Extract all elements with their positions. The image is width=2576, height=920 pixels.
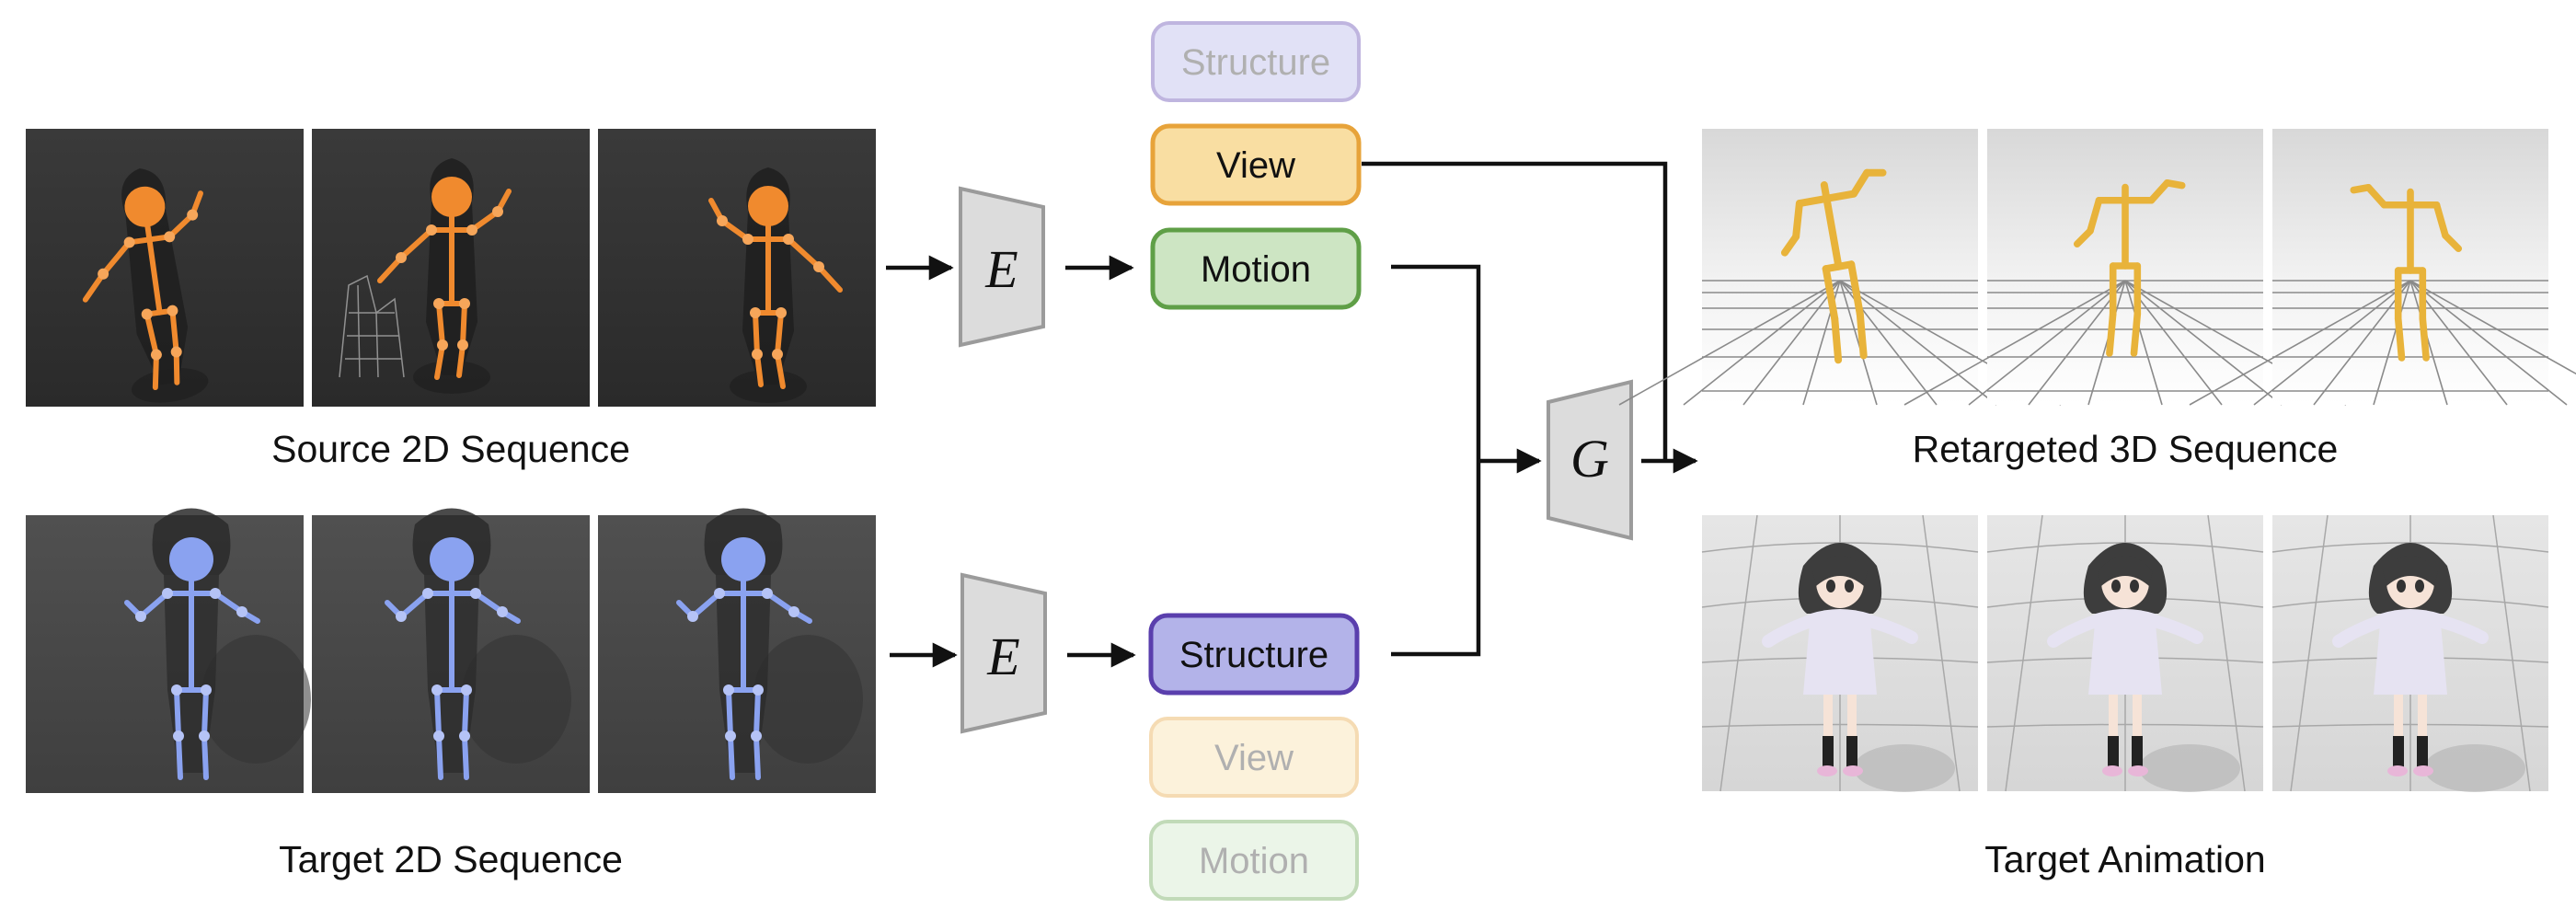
top-view-token: View xyxy=(1150,123,1362,206)
source-sequence: Source 2D Sequence xyxy=(26,129,876,470)
svg-text:Motion: Motion xyxy=(1201,249,1311,290)
svg-text:E: E xyxy=(984,239,1018,299)
target-sequence: Target 2D Sequence xyxy=(26,509,876,880)
svg-text:View: View xyxy=(1214,738,1294,778)
bottom-motion-token: Motion xyxy=(1149,820,1359,901)
top-tokens: Structure View Motion xyxy=(1150,21,1362,310)
target-animation-label: Target Animation xyxy=(1984,838,2265,880)
top-structure-token: Structure xyxy=(1151,21,1361,102)
bottom-view-token: View xyxy=(1149,717,1359,798)
encoder-bottom: E xyxy=(960,572,1047,734)
svg-text:E: E xyxy=(986,627,1019,686)
retargeted-sequence-label: Retargeted 3D Sequence xyxy=(1913,428,2339,470)
view-connector xyxy=(1362,161,1668,461)
connectors xyxy=(886,161,1698,668)
svg-text:Structure: Structure xyxy=(1179,635,1328,675)
generator: G xyxy=(1547,379,1633,541)
target-animation: Target Animation xyxy=(1701,514,2549,880)
svg-text:Motion: Motion xyxy=(1199,841,1309,881)
svg-text:G: G xyxy=(1570,429,1609,489)
bottom-structure-token: Structure xyxy=(1148,613,1360,696)
encoder-top: E xyxy=(959,186,1045,348)
svg-text:View: View xyxy=(1216,145,1295,186)
source-sequence-label: Source 2D Sequence xyxy=(271,428,630,470)
svg-text:Structure: Structure xyxy=(1181,42,1330,83)
top-motion-token: Motion xyxy=(1150,227,1362,310)
motion-structure-bracket xyxy=(1391,264,1481,657)
target-sequence-label: Target 2D Sequence xyxy=(279,838,623,880)
bottom-tokens: Structure View Motion xyxy=(1148,613,1360,901)
retargeted-sequence: Retargeted 3D Sequence xyxy=(1618,129,2576,470)
